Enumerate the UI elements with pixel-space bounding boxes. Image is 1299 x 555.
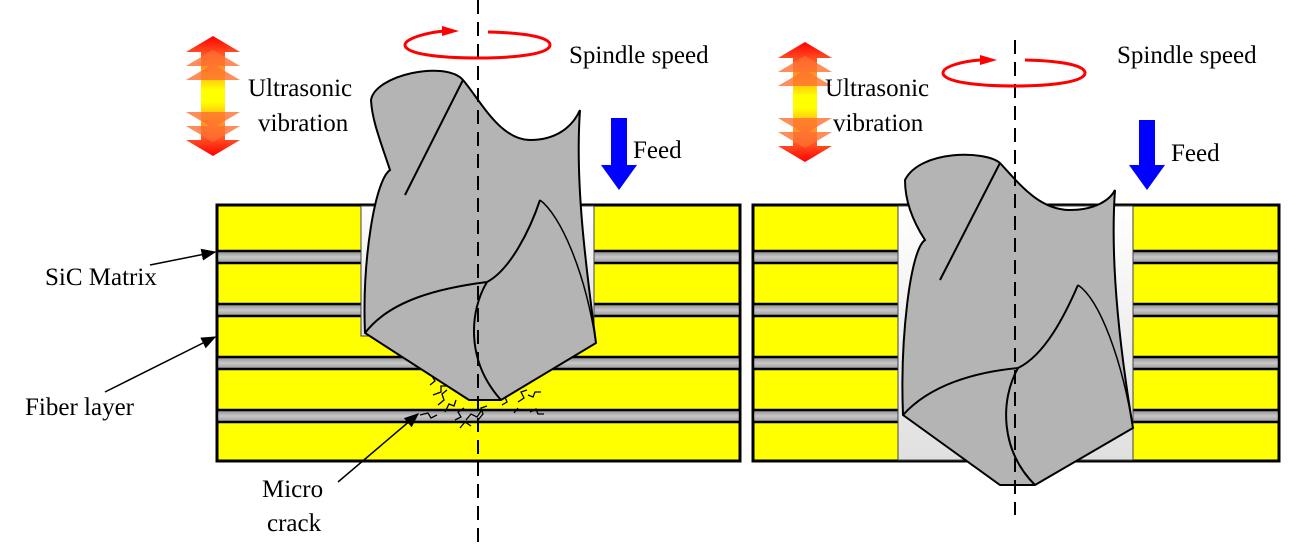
right-spindle-label: Spindle speed: [1117, 42, 1257, 69]
left-feed-arrow-icon: [601, 118, 637, 190]
left-vibration-label-1: Ultrasonic: [248, 75, 352, 102]
left-spindle-label: Spindle speed: [569, 42, 709, 69]
fiber-layer-leader: [104, 336, 217, 393]
right-feed-arrow-icon: [1129, 120, 1165, 190]
right-vibration-arrow-icon: [778, 42, 832, 162]
fiber-layer-label: Fiber layer: [25, 394, 135, 421]
left-rotation-arrow-icon: [403, 26, 552, 60]
sic-matrix-leader: [149, 248, 217, 266]
right-vibration-label-1: Ultrasonic: [825, 75, 929, 102]
right-feed-label: Feed: [1171, 140, 1220, 167]
right-rotation-arrow-icon: [941, 55, 1087, 88]
right-vibration-label-2: vibration: [833, 110, 924, 137]
left-feed-label: Feed: [633, 137, 682, 164]
right-drill: [901, 153, 1135, 486]
micro-crack-label-1: Micro: [262, 476, 323, 503]
left-drill: [363, 69, 598, 401]
micro-crack-label-2: crack: [267, 510, 322, 537]
left-vibration-arrow-icon: [186, 36, 240, 156]
left-vibration-label-2: vibration: [258, 110, 349, 137]
micro-crack-leader: [337, 413, 420, 483]
sic-matrix-label: SiC Matrix: [45, 264, 157, 291]
